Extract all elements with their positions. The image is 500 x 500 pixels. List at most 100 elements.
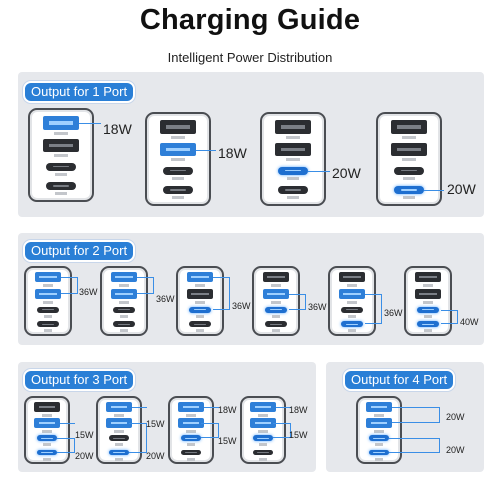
- port-label: [270, 300, 282, 304]
- watt-label: 36W: [308, 302, 327, 312]
- usb-a-port: [414, 289, 442, 299]
- badge-three-port: Output for 3 Port: [23, 369, 136, 391]
- usb-a-port: [262, 289, 290, 299]
- port-label: [118, 284, 130, 288]
- connector-line: [79, 123, 101, 125]
- usb-a-port: [42, 139, 80, 153]
- usb-c-port: [36, 435, 58, 442]
- port-label: [185, 429, 197, 433]
- usb-a-port: [110, 272, 138, 283]
- port-label: [186, 457, 196, 461]
- port-label: [41, 413, 53, 417]
- connector-bracket: [441, 309, 458, 325]
- usb-a-port: [34, 272, 62, 283]
- port-label: [113, 429, 125, 433]
- connector-bracket: [273, 423, 291, 439]
- port-label: [119, 329, 129, 333]
- watt-label: 18W: [218, 405, 237, 415]
- port-label: [186, 443, 196, 447]
- watt-label: 15W: [218, 436, 237, 446]
- port-label: [55, 192, 67, 196]
- usb-c-port: [180, 449, 202, 456]
- port-label: [258, 443, 268, 447]
- connector-line: [307, 170, 330, 172]
- port-label: [257, 429, 269, 433]
- watt-label: 36W: [384, 308, 403, 318]
- usb-c-port: [189, 321, 211, 328]
- port-label: [113, 413, 125, 417]
- connector-line: [203, 406, 219, 409]
- connector-bracket: [389, 438, 440, 453]
- port-label: [114, 457, 124, 461]
- port-label: [194, 284, 206, 288]
- usb-c-port: [368, 435, 390, 442]
- usb-c-port: [265, 321, 287, 328]
- port-label: [270, 284, 282, 288]
- usb-a-port: [186, 289, 214, 299]
- port-label: [42, 457, 52, 461]
- port-label: [170, 158, 186, 162]
- port-label: [195, 314, 205, 318]
- connector-bracket: [201, 423, 219, 439]
- port-label: [373, 413, 385, 417]
- usb-c-port: [37, 306, 59, 313]
- watt-label: 20W: [446, 445, 465, 455]
- port-label: [287, 196, 299, 200]
- connector-bracket: [289, 294, 306, 310]
- port-label: [41, 429, 53, 433]
- watt-label: 20W: [146, 451, 165, 461]
- usb-c-port: [252, 435, 274, 442]
- port-label: [195, 329, 205, 333]
- port-label: [374, 457, 384, 461]
- usb-c-port: [46, 182, 76, 191]
- port-label: [403, 176, 415, 180]
- usb-c-port: [368, 449, 390, 456]
- watt-label: 36W: [79, 287, 98, 297]
- usb-c-port: [341, 321, 363, 328]
- port-label: [42, 300, 54, 304]
- page-title: Charging Guide: [139, 4, 361, 36]
- usb-a-port: [366, 402, 392, 412]
- port-label: [185, 413, 197, 417]
- connector-bracket: [57, 438, 75, 453]
- port-label: [170, 135, 186, 139]
- port-label: [43, 329, 53, 333]
- port-label: [271, 329, 281, 333]
- usb-c-port: [341, 306, 363, 313]
- connector-line: [196, 149, 216, 151]
- connector-line: [131, 406, 147, 409]
- port-label: [53, 131, 69, 135]
- badge-one-port: Output for 1 Port: [23, 81, 136, 103]
- usb-a-port: [34, 402, 60, 412]
- usb-c-port: [163, 186, 193, 195]
- usb-a-port: [34, 289, 62, 299]
- usb-c-port: [108, 449, 130, 456]
- port-label: [285, 135, 301, 139]
- port-label: [423, 329, 433, 333]
- connector-line: [59, 423, 75, 425]
- watt-label: 15W: [289, 430, 308, 440]
- port-label: [423, 314, 433, 318]
- port-label: [271, 314, 281, 318]
- connector-bracket: [391, 406, 440, 424]
- usb-a-port: [414, 272, 442, 283]
- port-label: [43, 314, 53, 318]
- connector-line: [275, 406, 291, 409]
- port-label: [373, 429, 385, 433]
- usb-c-port: [394, 166, 424, 175]
- badge-four-port: Output for 4 Port: [343, 369, 456, 391]
- watt-label: 20W: [75, 451, 94, 461]
- port-label: [285, 158, 301, 162]
- connector-bracket: [213, 277, 230, 310]
- connector-bracket: [137, 277, 154, 294]
- usb-a-port: [338, 272, 366, 283]
- usb-a-port: [34, 418, 60, 428]
- usb-c-port: [36, 449, 58, 456]
- port-label: [403, 196, 415, 200]
- usb-c-port: [394, 186, 424, 195]
- usb-a-port: [274, 143, 312, 157]
- usb-a-port: [178, 418, 204, 428]
- port-label: [287, 176, 299, 180]
- port-label: [55, 172, 67, 176]
- watt-label: 15W: [75, 430, 94, 440]
